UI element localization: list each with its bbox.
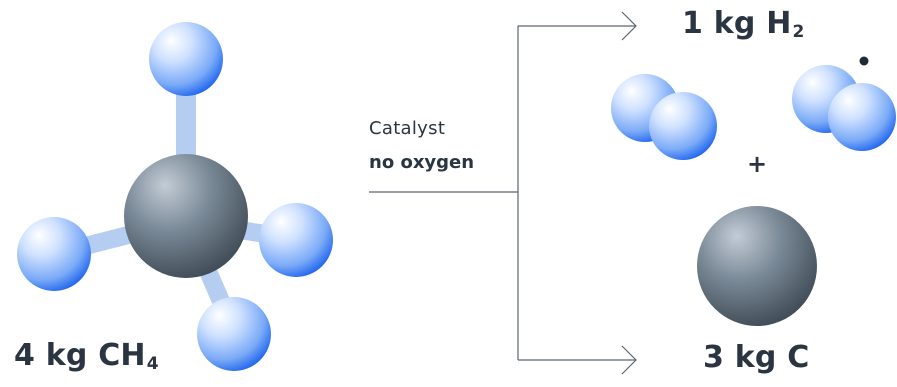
reaction-arrows [369, 11, 637, 375]
carbon-product-label: 3 kg C [703, 340, 810, 375]
arrow-upper-head [621, 11, 637, 41]
condition-catalyst: Catalyst [369, 118, 446, 139]
reactant-label-main: 4 kg CH [14, 338, 146, 373]
hydrogen-atom [649, 92, 717, 160]
carbon-product-atom [697, 206, 817, 326]
methane-molecule [17, 22, 333, 371]
hydrogen-molecule-1 [611, 74, 717, 160]
methane-hydrogen-bottom [197, 297, 271, 371]
arrow-lower-head [621, 345, 637, 375]
reactant-label: 4 kg CH4 [14, 338, 159, 374]
bond-top [176, 80, 196, 162]
methane-carbon-atom [124, 154, 248, 278]
reactant-label-subscript: 4 [146, 354, 159, 374]
plus-sign: + [747, 150, 767, 178]
hydrogen-label-subscript: 2 [792, 22, 805, 42]
hydrogen-atom [828, 83, 896, 151]
methane-hydrogen-top [149, 22, 223, 96]
hydrogen-label-main: 1 kg H [682, 6, 792, 41]
condition-no-oxygen: no oxygen [369, 152, 475, 173]
methane-hydrogen-right [259, 203, 333, 277]
hydrogen-molecule-2 [792, 65, 896, 151]
dot-marker [859, 56, 869, 66]
methane-hydrogen-left [17, 217, 91, 291]
hydrogen-product-label: 1 kg H2 [682, 6, 805, 42]
